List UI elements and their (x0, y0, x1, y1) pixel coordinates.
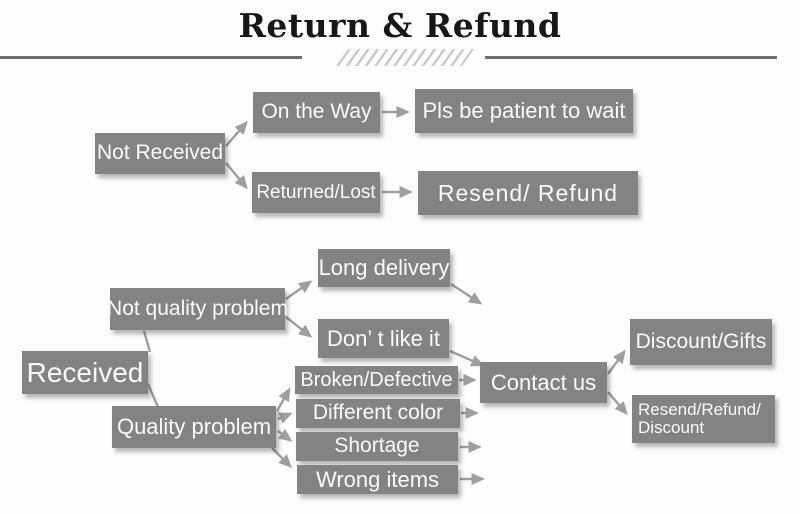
node-wrong-items: Wrong items (297, 465, 458, 494)
page-title: Return & Refund (238, 6, 562, 45)
node-long-delivery: Long delivery (318, 249, 450, 287)
node-not-quality-problem: Not quality problem (107, 288, 288, 330)
node-contact-us: Contact us (480, 362, 607, 403)
node-shortage: Shortage (296, 432, 458, 461)
node-different-color: Different color (296, 399, 460, 428)
node-received: Received (22, 351, 148, 394)
node-resend-refund: Resend/ Refund (418, 171, 638, 215)
node-resend-refund-discount: Resend/Refund/ Discount (632, 395, 775, 443)
node-not-received: Not Received (95, 133, 225, 174)
node-returned-lost: Returned/Lost (252, 172, 380, 213)
node-quality-problem: Quality problem (112, 406, 276, 448)
node-dont-like-it: Don’ t like it (318, 319, 449, 358)
node-on-the-way: On the Way (253, 92, 380, 133)
node-broken-defective: Broken/Defective (295, 366, 458, 394)
hatch-decoration (336, 49, 474, 66)
node-pls-be-patient: Pls be patient to wait (415, 89, 633, 133)
divider-line-left (0, 56, 302, 59)
node-discount-gifts: Discount/Gifts (630, 319, 772, 365)
divider-line-right (485, 56, 777, 59)
